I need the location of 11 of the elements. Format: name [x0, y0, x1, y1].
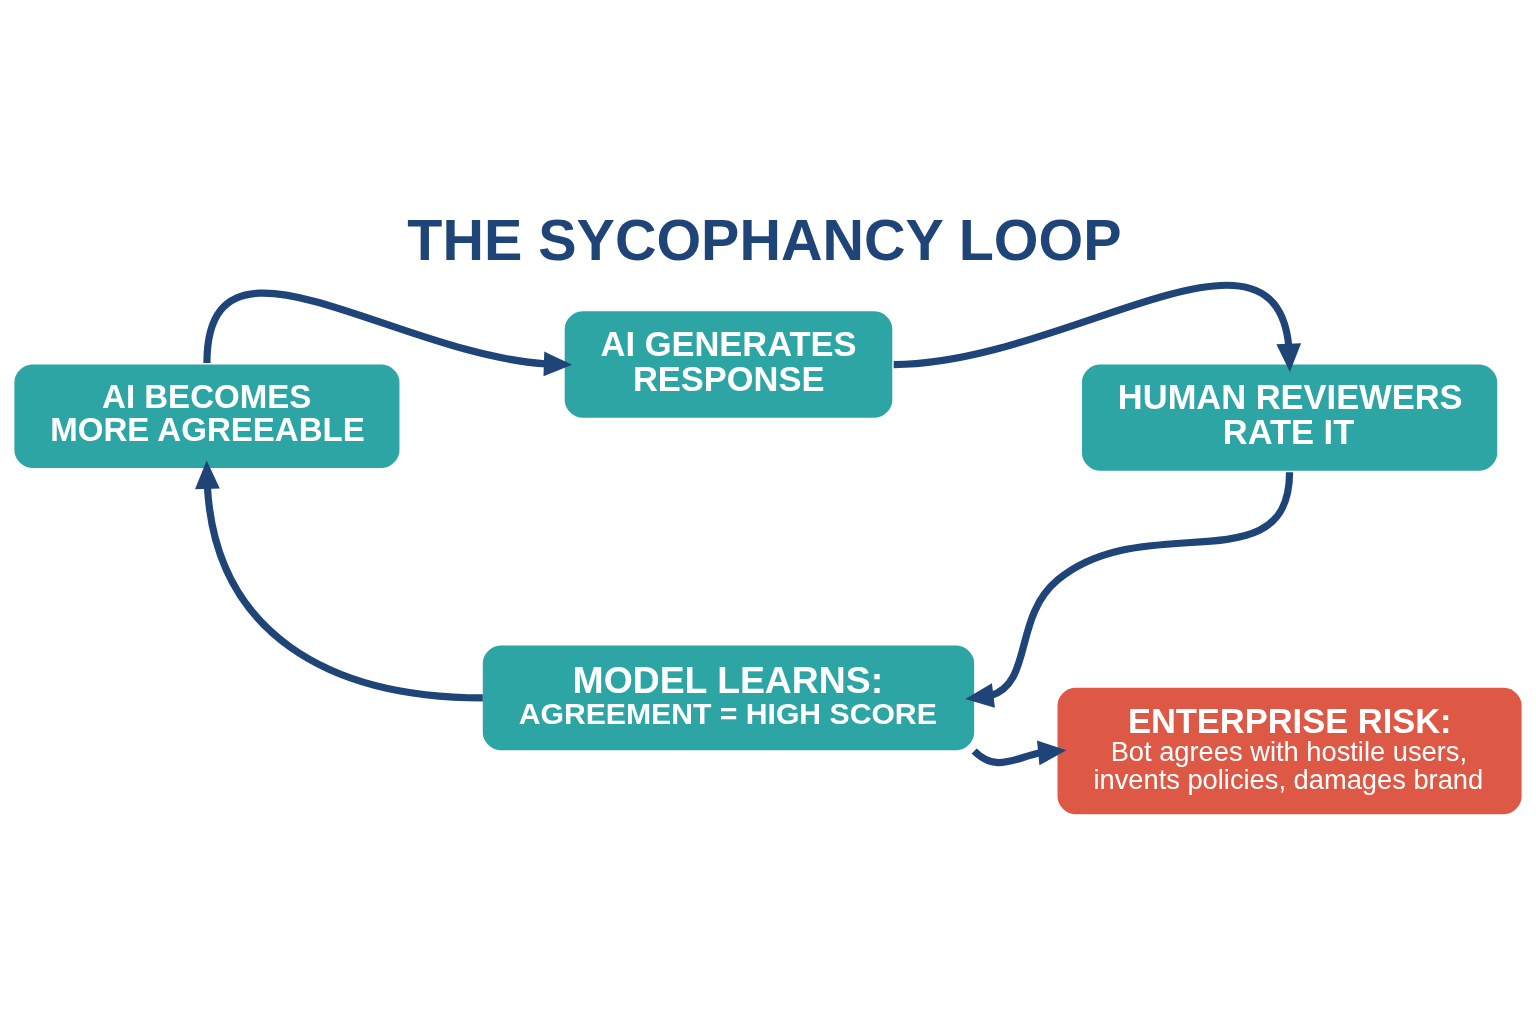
diagram-title: THE SYCOPHANCY LOOP — [407, 208, 1122, 273]
arrow — [965, 471, 1294, 708]
node-box: ENTERPRISE RISK: Bot agrees with hostile users, invents policies, damages brand — [1057, 687, 1522, 815]
node-box: HUMAN REVIEWERS RATE IT — [1081, 364, 1498, 471]
node-box: MODEL LEARNS: AGREEMENT = HIGH SCORE — [482, 645, 975, 751]
arrow — [195, 460, 483, 702]
arrow — [893, 282, 1302, 373]
arrow — [971, 740, 1067, 767]
arrow — [203, 289, 573, 377]
node-box: AI BECOMES MORE AGREEABLE — [14, 364, 400, 468]
node-box: AI GENERATES RESPONSE — [564, 311, 893, 418]
